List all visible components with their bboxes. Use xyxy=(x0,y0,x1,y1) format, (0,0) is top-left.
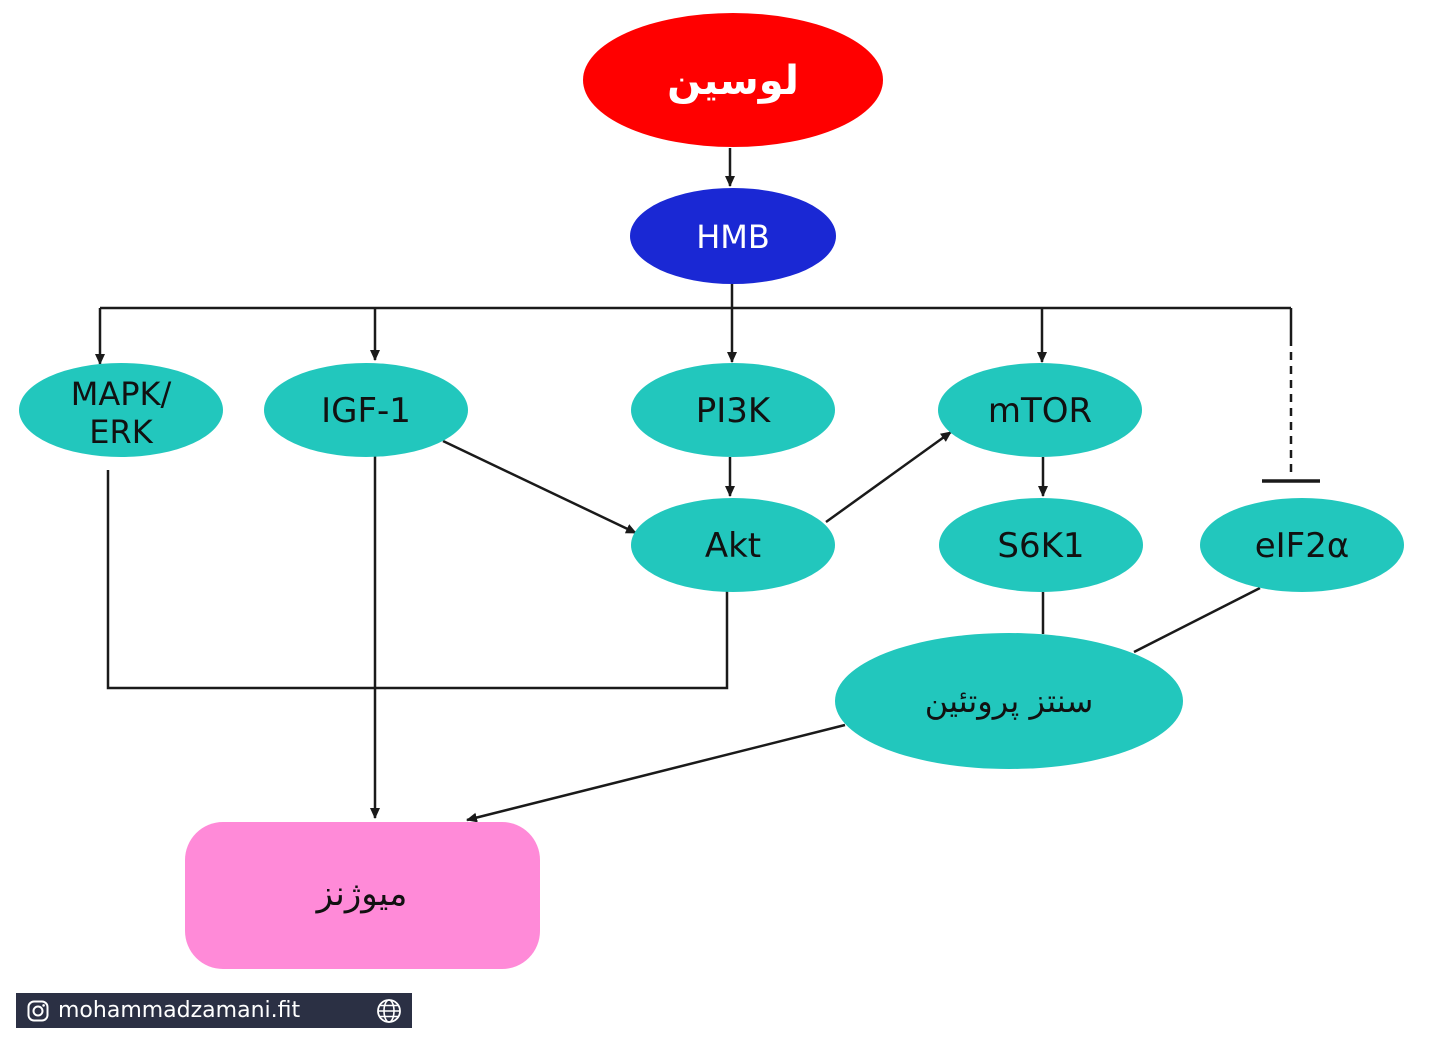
node-mapk-label-line2: ERK xyxy=(89,413,153,451)
node-eif2a-label: eIF2α xyxy=(1255,526,1350,566)
node-hmb-label: HMB xyxy=(696,218,770,256)
edge-eif2a-protein xyxy=(1133,586,1261,654)
node-myogenesis: میوژنز xyxy=(185,822,540,969)
node-pi3k-shape xyxy=(631,363,835,457)
node-protein-synthesis-label: سنتز پروتئین xyxy=(925,682,1094,720)
edge-akt-mtor xyxy=(825,430,952,524)
node-mtor-shape xyxy=(938,363,1142,457)
node-pi3k-label: PI3K xyxy=(696,391,772,431)
footer-handle: mohammadzamani.fit xyxy=(58,998,301,1023)
node-eif2a: eIF2α xyxy=(1200,498,1404,592)
node-mapk-erk-shape xyxy=(19,363,223,457)
globe-icon xyxy=(377,998,401,1023)
node-igf1: IGF-1 xyxy=(264,363,468,457)
edge-mapk-akt-join xyxy=(106,470,729,690)
node-akt: Akt xyxy=(631,498,835,592)
node-myogenesis-label: میوژنز xyxy=(315,874,408,914)
node-leucine-label: لوسین xyxy=(667,58,799,104)
node-myogenesis-shape xyxy=(185,822,540,969)
node-eif2a-shape xyxy=(1200,498,1404,592)
edge-protein-myogenesis xyxy=(466,723,846,823)
node-pi3k: PI3K xyxy=(631,363,835,457)
node-mapk-label-line1: MAPK/ xyxy=(71,375,172,413)
node-protein-synthesis: سنتز پروتئین xyxy=(835,633,1183,769)
edges xyxy=(95,148,1320,823)
node-mtor-label: mTOR xyxy=(988,391,1092,431)
edge-igf1-akt xyxy=(442,439,637,535)
node-hmb-shape xyxy=(630,188,836,284)
node-mapk-erk: MAPK/ ERK xyxy=(19,363,223,457)
node-s6k1-label: S6K1 xyxy=(997,526,1084,566)
node-leucine-shape xyxy=(583,13,883,147)
node-mtor: mTOR xyxy=(938,363,1142,457)
node-akt-shape xyxy=(631,498,835,592)
instagram-icon xyxy=(27,1000,49,1021)
node-protein-synthesis-shape xyxy=(835,633,1183,769)
node-igf1-label: IGF-1 xyxy=(321,391,411,431)
node-igf1-shape xyxy=(264,363,468,457)
node-leucine: لوسین xyxy=(583,13,883,147)
node-hmb: HMB xyxy=(630,188,836,284)
node-s6k1-shape xyxy=(939,498,1143,592)
node-akt-label: Akt xyxy=(705,526,761,566)
node-s6k1: S6K1 xyxy=(939,498,1143,592)
footer-watermark: mohammadzamani.fit xyxy=(16,993,412,1028)
